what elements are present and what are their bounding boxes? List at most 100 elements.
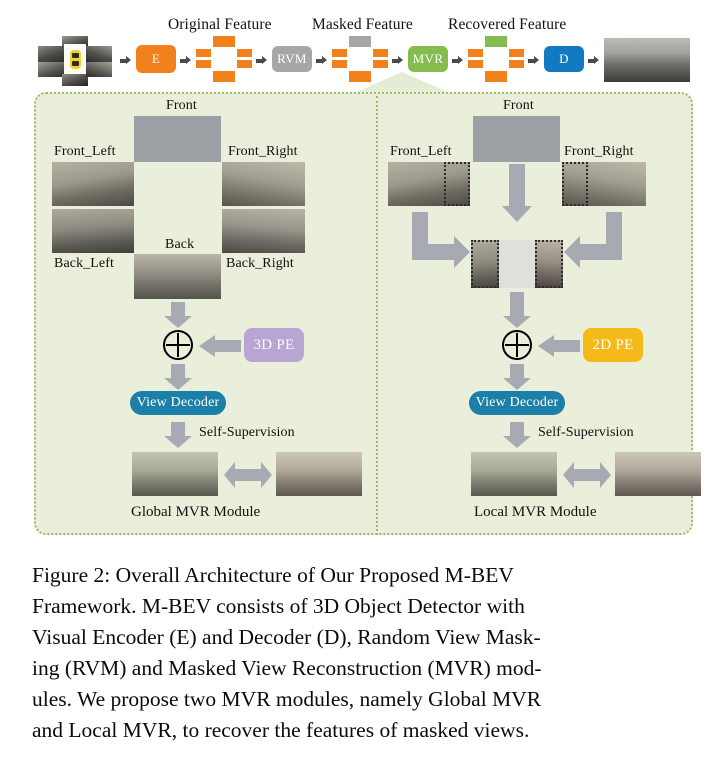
feature-cell-front-left [468, 49, 483, 57]
reconstructed-view-image [471, 452, 557, 496]
feature-cell-front-right [373, 49, 388, 57]
masked-front-view [134, 116, 221, 162]
arrow-front-right-crop-to-composite [556, 212, 622, 274]
self-supervision-compare-arrow [224, 462, 272, 488]
arrow-views-to-fusion [164, 302, 192, 328]
figure-caption: Figure 2: Overall Architecture of Our Pr… [32, 560, 692, 746]
feature-cell-back-left [332, 60, 347, 68]
pipeline-row: Original Feature Masked Feature Recovere… [0, 0, 720, 88]
encoder-block: E [136, 45, 176, 73]
caption-line-1: Figure 2: Overall Architecture of Our Pr… [32, 563, 514, 587]
view-image-front-right [222, 162, 305, 206]
arrow-recovered-to-decoder [528, 56, 539, 65]
label-original-feature: Original Feature [168, 16, 272, 33]
view-decoder-label: View Decoder [136, 395, 220, 410]
feature-cell-back-right [237, 60, 252, 68]
input-view-back-right [86, 62, 112, 77]
local-mvr-module-name: Local MVR Module [474, 504, 597, 520]
view-image-front-right [562, 162, 646, 206]
positional-encoding-2d-box: 2D PE [583, 328, 643, 362]
arrow-masked-to-mvr [392, 56, 403, 65]
positional-encoding-3d-box: 3D PE [244, 328, 304, 362]
decoder-block-label: D [559, 51, 569, 66]
view-image-front-left [52, 162, 134, 206]
view-image-back-left [52, 209, 134, 253]
view-decoder-button: View Decoder [130, 391, 226, 415]
mvr-block-label: MVR [412, 51, 444, 66]
arrow-pe-to-fusion [199, 335, 241, 357]
masked-front-view [473, 116, 560, 162]
label-back-right: Back_Right [226, 256, 294, 271]
feature-cell-front-recovered [485, 36, 507, 47]
label-front-left: Front_Left [54, 144, 116, 159]
arrow-front-to-composite [502, 164, 532, 222]
input-view-front-left [38, 46, 64, 62]
view-decoder-button: View Decoder [469, 391, 565, 415]
mvr-block: MVR [408, 46, 448, 72]
label-front-right: Front_Right [564, 144, 634, 159]
label-self-supervision: Self-Supervision [538, 425, 634, 440]
crop-region-front-right [562, 162, 588, 206]
arrow-mvr-to-recovered [452, 56, 463, 65]
mvr-expansion-cone [352, 72, 452, 94]
input-view-back-left [38, 62, 64, 77]
caption-line-2: Framework. M-BEV consists of 3D Object D… [32, 594, 525, 618]
arrow-decoder-to-output [164, 422, 192, 448]
arrow-fusion-to-decoder [164, 364, 192, 390]
caption-line-4: ing (RVM) and Masked View Reconstruction… [32, 656, 542, 680]
groundtruth-view-image [276, 452, 362, 496]
label-front: Front [166, 98, 197, 113]
composite-right-crop-border [535, 240, 563, 288]
view-image-back [134, 254, 221, 299]
arrow-original-to-rvm [256, 56, 267, 65]
feature-cell-back-left [468, 60, 483, 68]
caption-line-5: ules. We propose two MVR modules, namely… [32, 687, 542, 711]
reconstructed-view-image [132, 452, 218, 496]
feature-cell-front-right [237, 49, 252, 57]
composite-left-crop-border [471, 240, 499, 288]
label-recovered-feature: Recovered Feature [448, 16, 567, 33]
panel-divider [376, 96, 378, 535]
positional-encoding-2d-label: 2D PE [592, 336, 634, 353]
view-decoder-label: View Decoder [475, 395, 559, 410]
composite-right-crop-image [535, 240, 563, 288]
mvr-modules-container: Front Front_Left Front_Right Back Back_L… [34, 92, 701, 537]
arrow-input-to-encoder [120, 56, 131, 65]
encoder-block-label: E [151, 51, 161, 66]
rvm-block: RVM [272, 46, 312, 72]
global-mvr-panel: Front Front_Left Front_Right Back Back_L… [36, 94, 376, 537]
composite-left-crop-image [471, 240, 499, 288]
arrow-encoder-to-original [180, 56, 191, 65]
feature-cell-back [213, 71, 235, 82]
arrow-decoder-to-output [588, 56, 599, 65]
global-mvr-module-name: Global MVR Module [131, 504, 261, 520]
output-detection-image [604, 38, 690, 82]
fusion-oplus-icon [502, 330, 532, 360]
groundtruth-view-image [615, 452, 701, 496]
label-front: Front [503, 98, 534, 113]
ego-vehicle-icon [64, 44, 86, 74]
feature-cell-front-right [509, 49, 524, 57]
feature-cell-back-left [196, 60, 211, 68]
feature-cell-front [213, 36, 235, 47]
label-self-supervision: Self-Supervision [199, 425, 295, 440]
label-back-left: Back_Left [54, 256, 114, 271]
label-front-left: Front_Left [390, 144, 452, 159]
original-feature-block [196, 36, 252, 82]
fusion-oplus-icon [163, 330, 193, 360]
label-masked-feature: Masked Feature [312, 16, 413, 33]
arrow-front-left-crop-to-composite [412, 212, 478, 274]
positional-encoding-3d-label: 3D PE [253, 336, 295, 353]
feature-cell-front-masked [349, 36, 371, 47]
self-supervision-compare-arrow [563, 462, 611, 488]
label-back: Back [165, 237, 195, 252]
arrow-fusion-to-decoder [503, 364, 531, 390]
arrow-pe-to-fusion [538, 335, 580, 357]
rvm-block-label: RVM [277, 51, 307, 66]
caption-line-3: Visual Encoder (E) and Decoder (D), Rand… [32, 625, 541, 649]
input-view-front-right [86, 46, 112, 62]
view-image-front-left [388, 162, 470, 206]
feature-cell-front-left [332, 49, 347, 57]
feature-cell-back [485, 71, 507, 82]
local-mvr-panel: Front Front_Left Front_Right [378, 94, 701, 537]
